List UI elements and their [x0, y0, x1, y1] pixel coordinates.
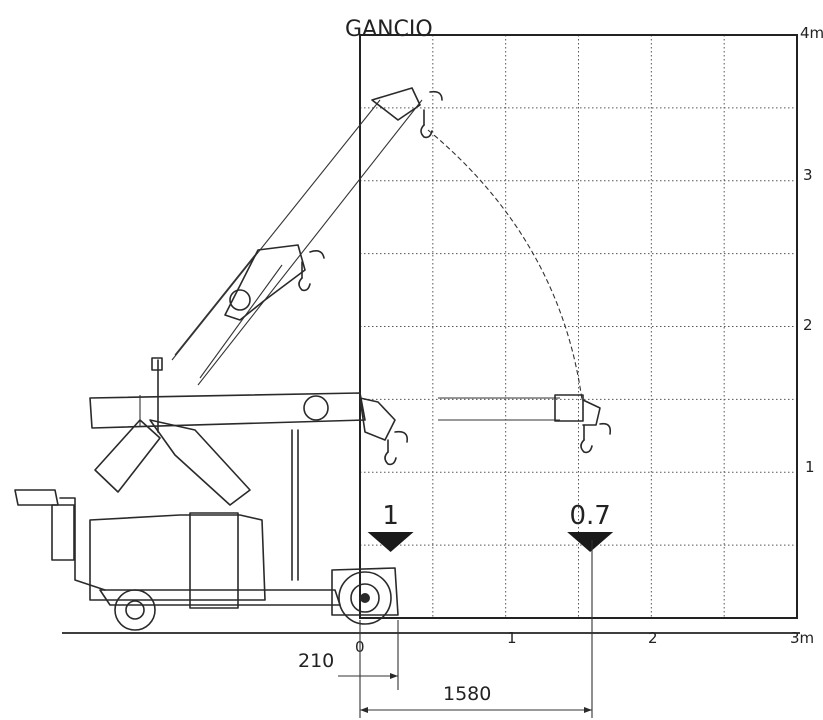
boom-reach-lines: [171, 99, 583, 421]
load-marker-triangle: [567, 532, 614, 552]
y-tick-3: 3: [803, 166, 813, 184]
crane-machine: [14, 357, 409, 631]
hook-icon: [580, 439, 593, 454]
hook-icon: [384, 451, 397, 466]
y-tick-4: 4m: [800, 24, 823, 42]
boom-tip-high: [371, 87, 443, 139]
grid-frame: [359, 34, 798, 619]
reach-grid: [360, 35, 797, 618]
y-tick-2: 2: [803, 316, 813, 334]
x-tick-1: 1: [507, 629, 517, 647]
x-tick-2: 2: [648, 629, 658, 647]
dimension-1580: 1580: [443, 683, 491, 705]
y-axis-labels: 1 2 3 4m: [800, 24, 823, 476]
load-marker-label: 1: [382, 501, 399, 531]
hook-trajectory-arc: [427, 129, 583, 401]
boom-tip-extended: [554, 394, 612, 454]
boom-tip-mid: [224, 244, 325, 321]
load-marker-triangle: [367, 532, 414, 552]
front-wheel: [338, 571, 392, 625]
load-marker-label: 0.7: [569, 501, 610, 531]
x-tick-3: 3m: [790, 629, 814, 647]
rear-wheel: [114, 589, 156, 631]
hook-icon: [420, 124, 433, 139]
load-marker: 1: [367, 501, 414, 552]
hook-icon: [298, 277, 311, 292]
y-tick-1: 1: [805, 458, 815, 476]
dimension-210: 210: [298, 650, 334, 672]
diagram-title: GANCIO: [345, 17, 433, 42]
dimension-lines: 210 1580: [298, 540, 593, 718]
load-marker: 0.7: [567, 501, 614, 552]
